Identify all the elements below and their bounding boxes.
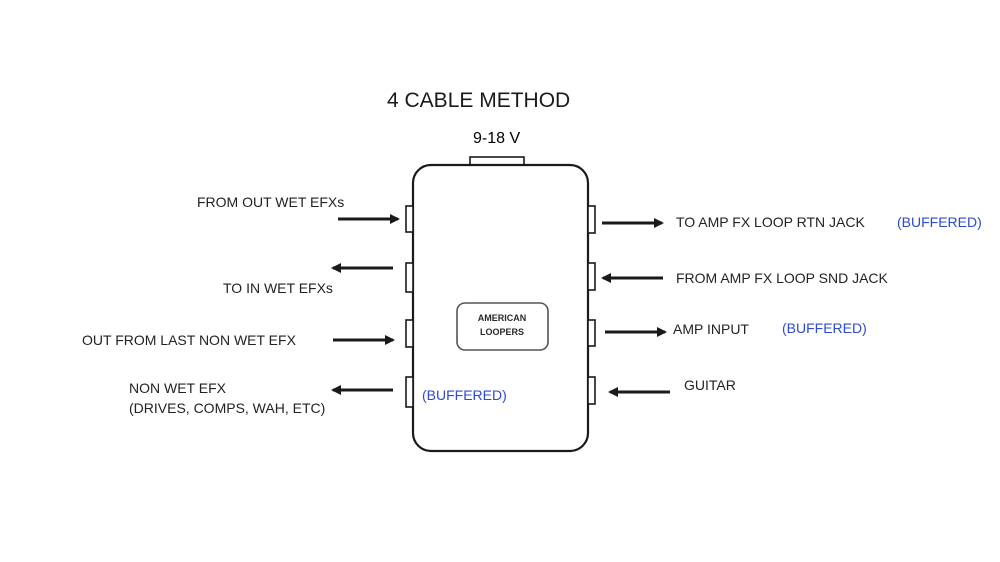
note-amp-input-buffered: (BUFFERED): [782, 320, 867, 336]
label-guitar: GUITAR: [684, 377, 736, 393]
logo-line-1: AMERICAN: [478, 313, 527, 323]
label-non-wet-efx-examples: (DRIVES, COMPS, WAH, ETC): [129, 400, 325, 416]
label-amp-input: AMP INPUT: [673, 321, 749, 337]
logo-line-2: LOOPERS: [480, 327, 524, 337]
power-voltage-label: 9-18 V: [473, 130, 520, 147]
left-jack-4: [405, 376, 414, 408]
diagram-title: 4 CABLE METHOD: [387, 89, 570, 112]
label-out-from-last-non-wet-efx: OUT FROM LAST NON WET EFX: [82, 332, 297, 348]
power-jack: [469, 156, 525, 166]
note-rtn-buffered: (BUFFERED): [897, 214, 982, 230]
right-jack-4: [587, 376, 596, 405]
left-jack-1: [405, 205, 414, 233]
note-non-wet-buffered: (BUFFERED): [422, 387, 507, 403]
label-non-wet-efx: NON WET EFX: [129, 380, 227, 396]
right-jack-2: [587, 262, 596, 291]
right-jack-3: [587, 319, 596, 347]
label-from-amp-fx-loop-snd-jack: FROM AMP FX LOOP SND JACK: [676, 270, 889, 286]
label-to-amp-fx-loop-rtn-jack: TO AMP FX LOOP RTN JACK: [676, 214, 865, 230]
label-to-in-wet-efxs: TO IN WET EFXs: [223, 280, 333, 296]
label-from-out-wet-efxs: FROM OUT WET EFXs: [197, 194, 344, 210]
right-jack-1: [587, 205, 596, 234]
left-jack-3: [405, 319, 414, 348]
left-jack-2: [405, 262, 414, 293]
american-loopers-logo: [456, 302, 549, 351]
